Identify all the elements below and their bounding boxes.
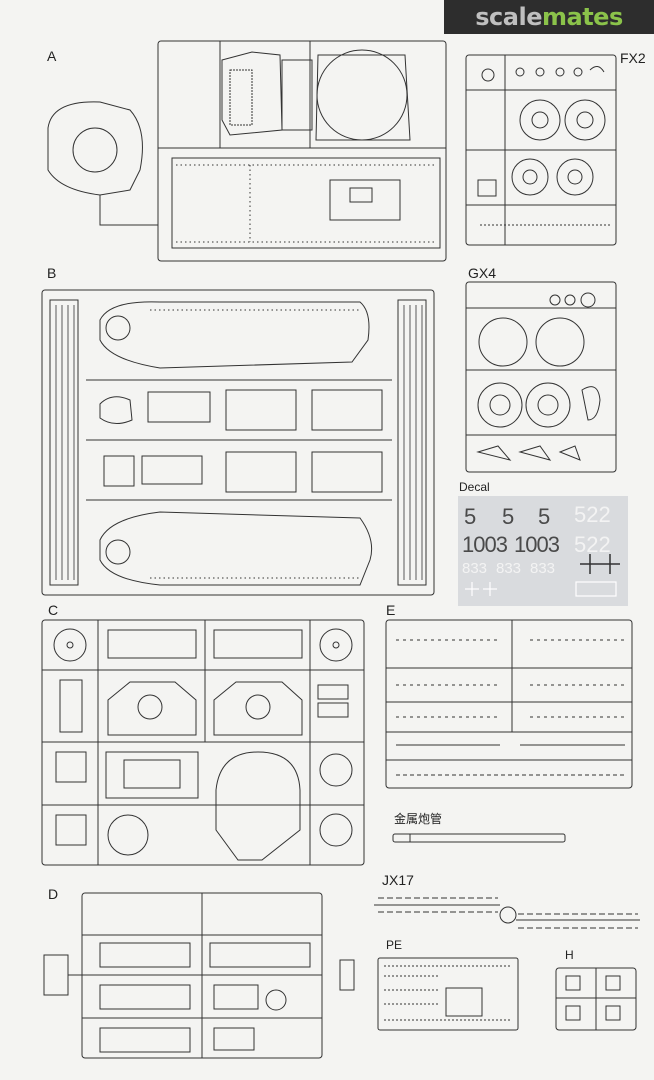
pe-label: PE [386, 938, 403, 952]
decal-sheet: 5 5 5 522 1003 1003 522 833 833 833 [458, 496, 628, 606]
decal-crosses [465, 554, 620, 597]
decal-number: 5 [464, 504, 477, 529]
decal-number: 833 [496, 560, 522, 577]
decal-number: 1003 [514, 532, 560, 557]
sprue-d-label: D [48, 886, 59, 902]
sprue-h [555, 967, 637, 1031]
decal-number: 5 [502, 504, 515, 529]
decal-number: 833 [530, 560, 556, 577]
decal-label: Decal [459, 480, 490, 494]
sprue-b-label: B [47, 265, 57, 281]
sprue-h-label: H [565, 948, 574, 962]
decal-number: 1003 [462, 532, 508, 557]
sprue-a [47, 40, 447, 262]
watermark-suffix: mates [541, 3, 623, 31]
decal-number: 522 [574, 502, 611, 527]
decal-number: 5 [538, 504, 551, 529]
sprue-gx4 [465, 281, 617, 473]
sprue-b [41, 289, 435, 596]
sprue-e-label: E [386, 602, 396, 618]
sprue-a-label: A [47, 48, 57, 64]
sprue-jx17 [374, 897, 640, 929]
sprue-e [385, 619, 633, 789]
pe-fret [377, 957, 519, 1031]
sprue-fx2-label: FX2 [620, 50, 646, 66]
sprue-fx2 [465, 54, 617, 246]
metal-barrel-label: 金属炮管 [394, 812, 443, 826]
watermark-prefix: scale [475, 3, 542, 31]
metal-barrel [392, 833, 566, 843]
scalemates-watermark: scalemates [444, 0, 654, 34]
decal-number: 833 [462, 560, 488, 577]
sprue-c-label: C [48, 602, 59, 618]
sprue-jx17-label: JX17 [382, 872, 414, 888]
sprue-gx4-label: GX4 [468, 265, 497, 281]
sprue-d [43, 892, 355, 1059]
decal-number: 522 [574, 532, 611, 557]
sprue-c [41, 619, 365, 866]
